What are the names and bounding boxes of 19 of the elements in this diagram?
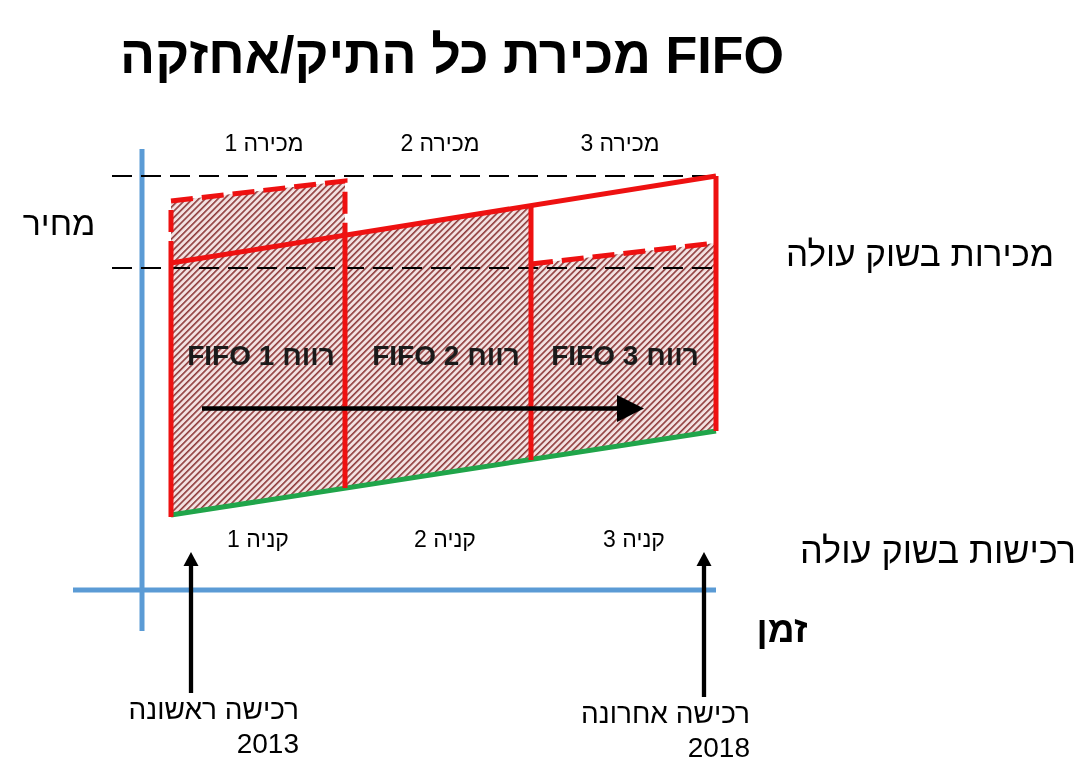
column-label: מכירה 3 bbox=[580, 129, 660, 157]
hatched-region bbox=[171, 181, 345, 515]
axis-label: מחיר bbox=[22, 204, 96, 244]
axis-label: זמן bbox=[756, 608, 808, 652]
annotation: רכישה אחרונה 2018 bbox=[570, 697, 750, 765]
hatched-region bbox=[345, 205, 531, 488]
column-label: מכירה 2 bbox=[400, 129, 480, 157]
column-label: קניה 1 bbox=[227, 525, 289, 553]
annotation: רכישה ראשונה 2013 bbox=[119, 693, 299, 761]
pointer-arrow bbox=[183, 552, 199, 693]
column-label: קניה 2 bbox=[414, 525, 476, 553]
flow-arrow bbox=[345, 395, 644, 422]
connector-line bbox=[202, 406, 345, 411]
side-label: רכישות בשוק עולה bbox=[799, 530, 1077, 572]
side-label: מכירות בשוק עולה bbox=[786, 233, 1054, 275]
column-label: מכירה 1 bbox=[224, 129, 304, 157]
column-label: קניה 3 bbox=[603, 525, 665, 553]
title: FIFO מכירת כל התיק/אחזקה bbox=[120, 26, 784, 86]
pointer-arrow bbox=[696, 552, 712, 697]
